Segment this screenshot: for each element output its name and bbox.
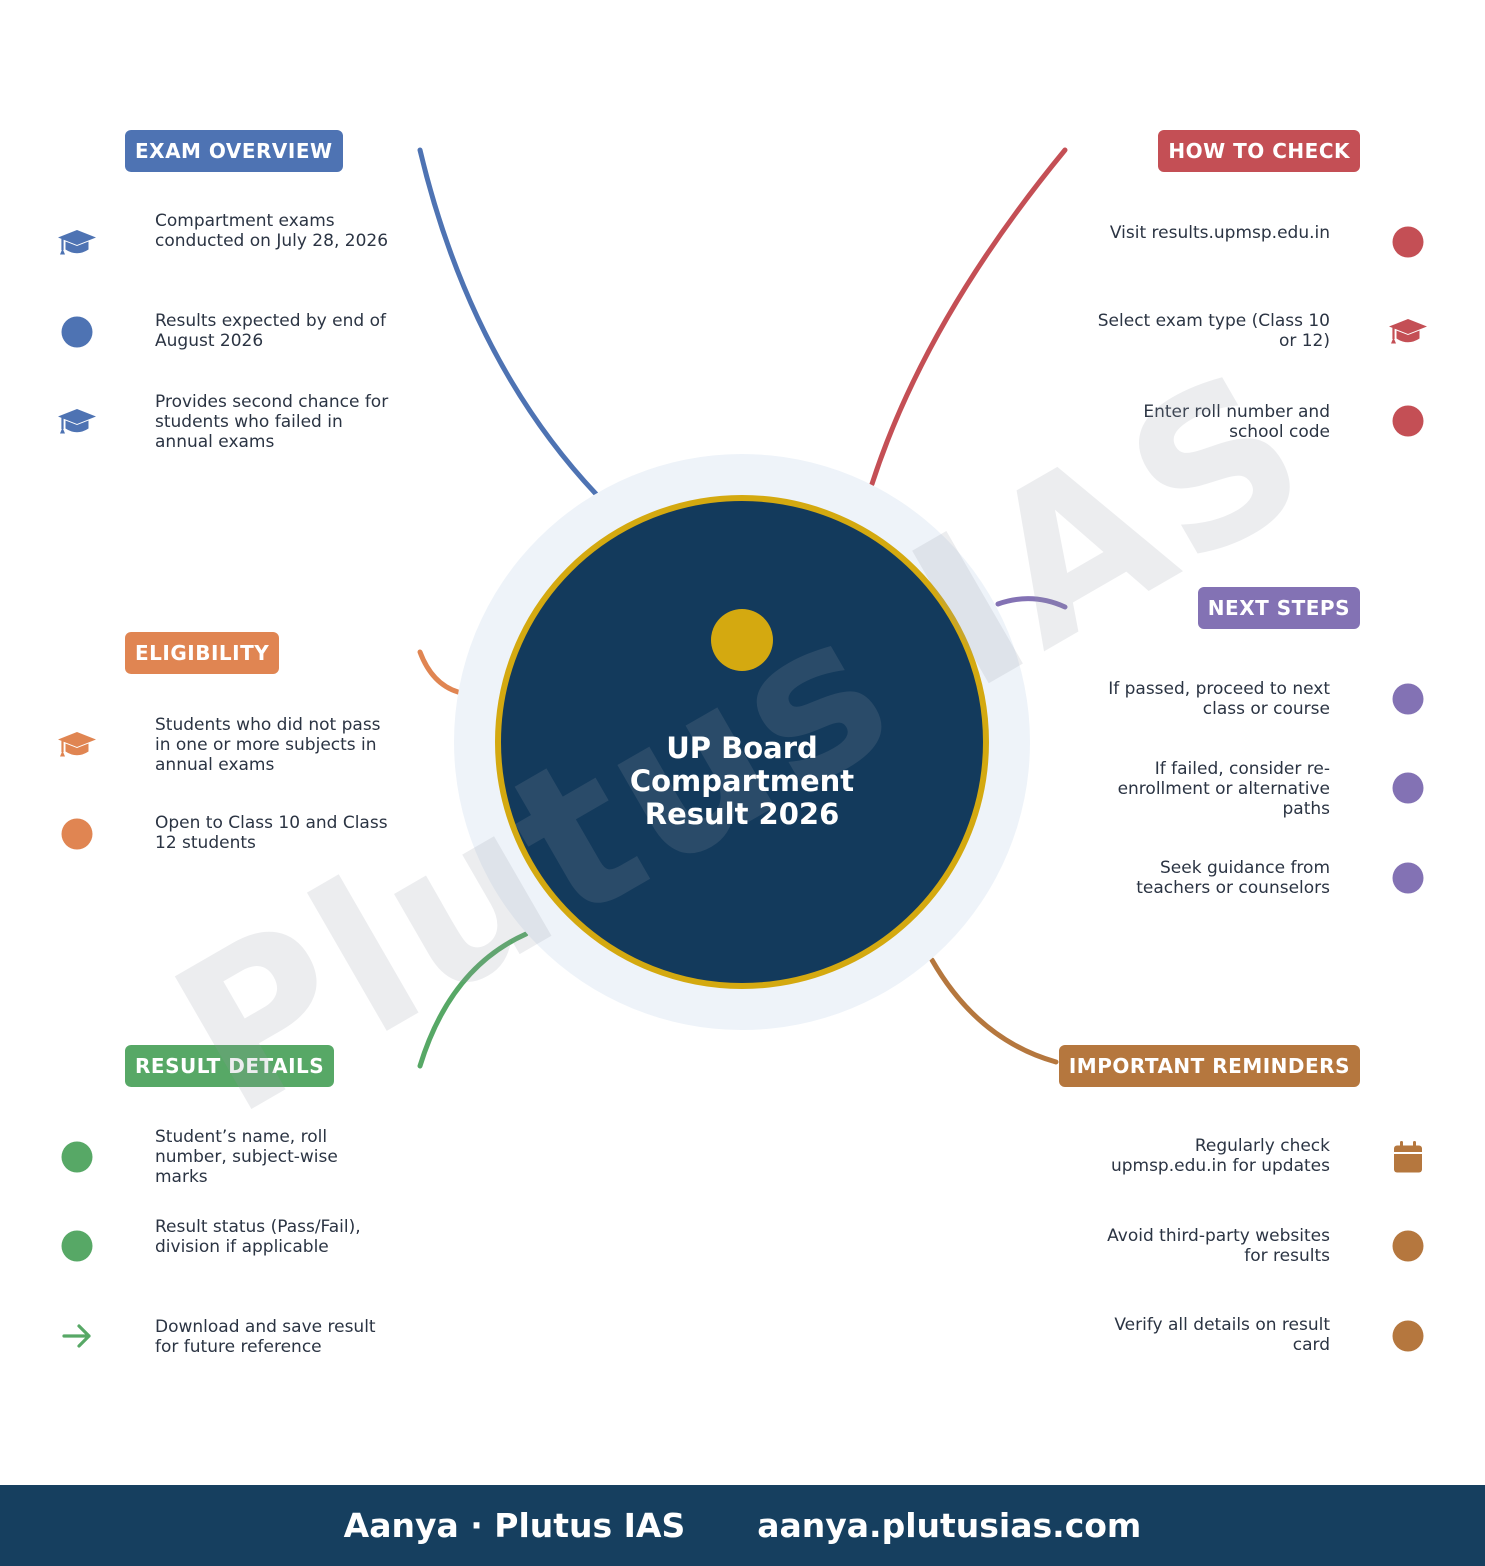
list-item-text: Open to Class 10 and Class 12 students: [155, 813, 388, 853]
dot-icon: [1388, 222, 1428, 262]
center-title-line: Result 2026: [644, 797, 840, 831]
dot-icon: [57, 1137, 97, 1177]
dot-icon: [1388, 858, 1428, 898]
center-circle: [495, 495, 989, 989]
dot-icon: [1388, 679, 1428, 719]
section-badge-result-details: RESULT DETAILS: [125, 1045, 335, 1087]
dot-icon: [1388, 768, 1428, 808]
dot-icon: [1388, 1226, 1428, 1266]
list-item-text: If failed, consider re-enrollment or alt…: [1117, 759, 1330, 819]
graduation-cap-icon: [57, 401, 97, 441]
footer-bar: Aanya · Plutus IAS aanya.plutusias.com: [0, 1485, 1485, 1566]
dot-icon: [1388, 401, 1428, 441]
section-badge-next-steps: NEXT STEPS: [1197, 587, 1360, 629]
center-dot: [711, 609, 773, 671]
calendar-icon: [1388, 1137, 1428, 1177]
list-item-text: If passed, proceed to next class or cour…: [1108, 679, 1330, 719]
footer-website[interactable]: aanya.plutusias.com: [757, 1506, 1142, 1545]
list-item-text: Select exam type (Class 10 or 12): [1097, 311, 1330, 351]
dot-icon: [1388, 1316, 1428, 1356]
list-item-text: Compartment exams conducted on July 28, …: [155, 211, 389, 251]
center-title-line: UP Board: [666, 731, 818, 765]
list-item-text: Regularly check upmsp.edu.in for updates: [1110, 1136, 1330, 1176]
dot-icon: [57, 312, 97, 352]
center-title: UP Board Compartment Result 2026: [542, 732, 942, 831]
connector-next-steps: [995, 596, 1068, 610]
dot-icon: [57, 1226, 97, 1266]
dot-icon: [57, 814, 97, 854]
list-item-text: Provides second chance for students who …: [155, 392, 389, 452]
list-item-text: Student’s name, roll number, subject-wis…: [155, 1127, 338, 1187]
connector-important-reminders: [929, 957, 1059, 1065]
list-item-text: Results expected by end of August 2026: [155, 311, 386, 351]
center-title-line: Compartment: [629, 764, 855, 798]
section-badge-how-to-check: HOW TO CHECK: [1158, 130, 1360, 172]
list-item-text: Avoid third-party websites for results: [1107, 1226, 1330, 1266]
section-badge-eligibility: ELIGIBILITY: [125, 632, 280, 674]
list-item-text: Download and save result for future refe…: [155, 1317, 376, 1357]
list-item-text: Verify all details on result card: [1114, 1315, 1330, 1355]
connector-eligibility: [417, 649, 461, 695]
section-badge-exam-overview: EXAM OVERVIEW: [125, 130, 343, 172]
graduation-cap-icon: [57, 724, 97, 764]
list-item-text: Enter roll number and school code: [1143, 402, 1330, 442]
graduation-cap-icon: [1388, 311, 1428, 351]
footer-author: Aanya · Plutus IAS: [343, 1506, 686, 1545]
arrow-right-icon: [57, 1316, 97, 1356]
connector-result-details: [417, 931, 529, 1069]
list-item-text: Students who did not pass in one or more…: [155, 715, 381, 775]
list-item-text: Visit results.upmsp.edu.in: [1109, 223, 1330, 243]
section-badge-important-reminders: IMPORTANT REMINDERS: [1058, 1045, 1360, 1087]
graduation-cap-icon: [57, 222, 97, 262]
list-item-text: Seek guidance from teachers or counselor…: [1136, 858, 1330, 898]
list-item-text: Result status (Pass/Fail), division if a…: [155, 1217, 361, 1257]
connector-how-to-check: [869, 147, 1068, 487]
connector-exam-overview: [417, 147, 599, 497]
